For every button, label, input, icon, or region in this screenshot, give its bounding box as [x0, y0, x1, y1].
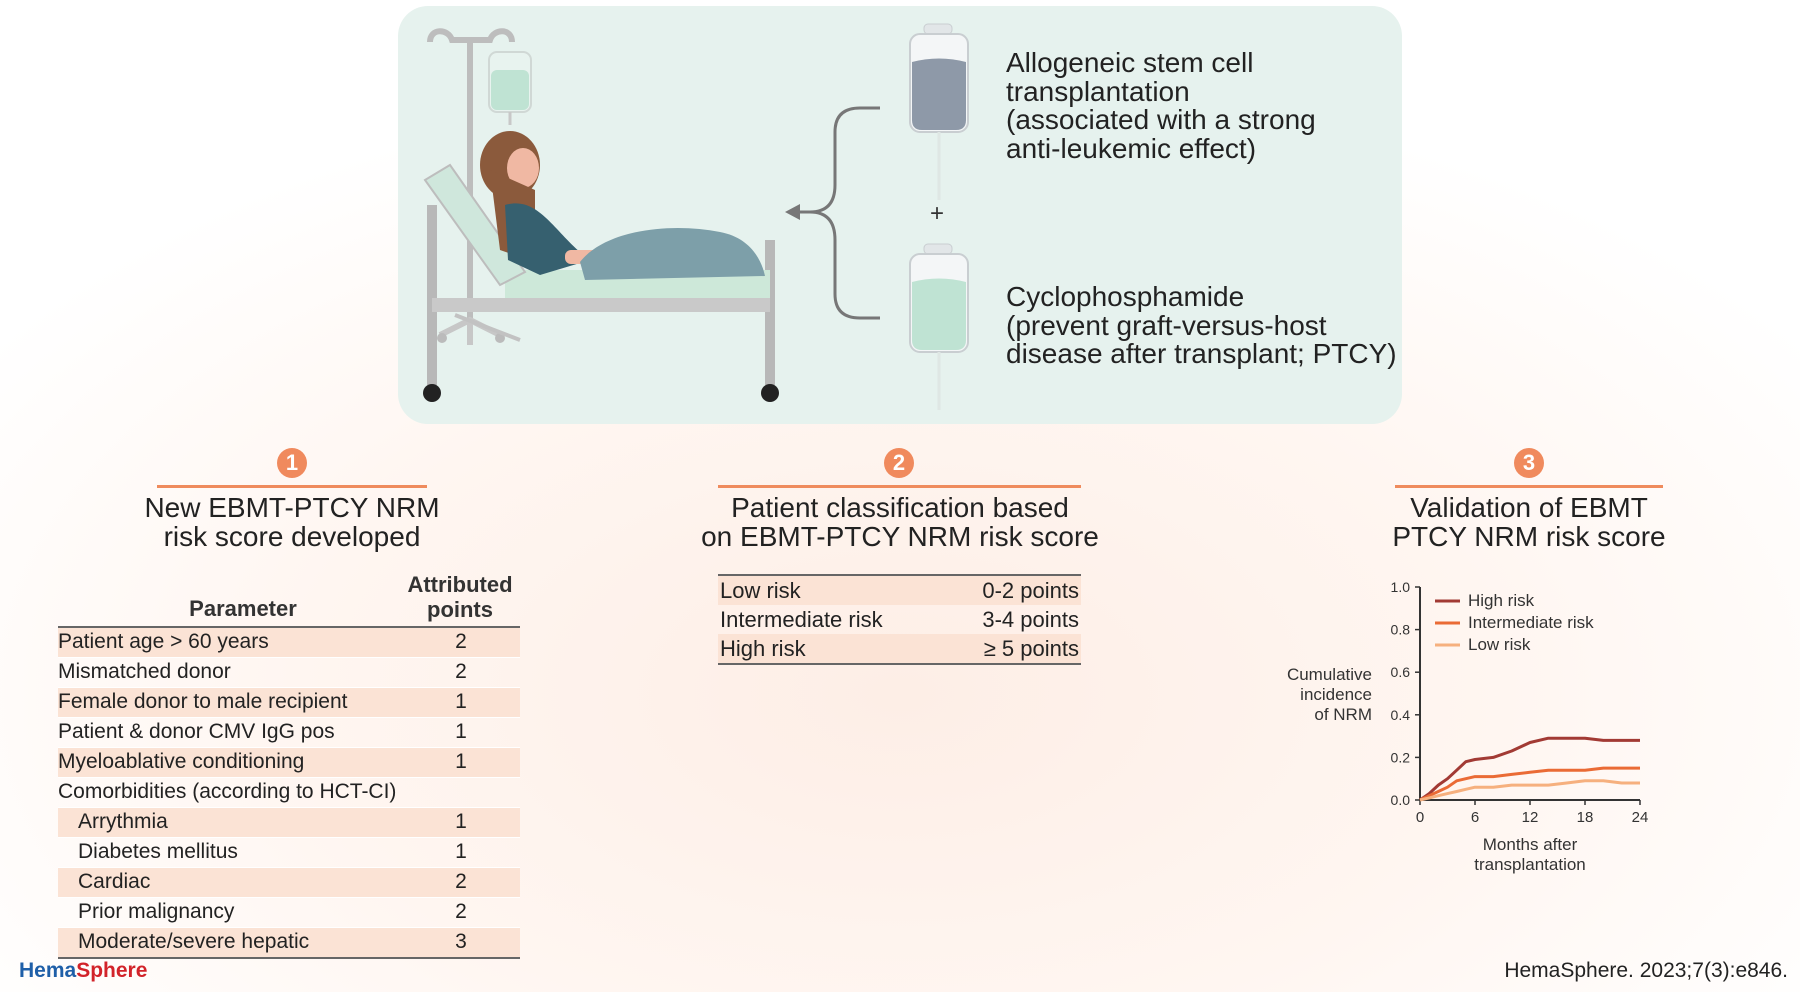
- brand-logo: HemaSphere: [19, 959, 147, 983]
- y-tick-label: 0.4: [1391, 707, 1411, 723]
- parameter-table: Parameter Attributed points Patient age …: [58, 572, 520, 959]
- row-points: 2: [455, 900, 467, 923]
- section-2-rule: [718, 485, 1081, 488]
- table-row: High risk ≥ 5 points: [718, 634, 1081, 663]
- risk-points: 3-4 points: [982, 607, 1079, 632]
- risk-points: ≥ 5 points: [983, 636, 1079, 661]
- row-label: Arrythmia: [78, 810, 168, 833]
- row-points: 3: [455, 930, 467, 953]
- stem-cell-bag-icon: [909, 23, 969, 200]
- table-row: Comorbidities (according to HCT-CI): [58, 778, 520, 808]
- row-points: 1: [455, 750, 467, 773]
- y-tick-label: 0.0: [1391, 792, 1411, 808]
- plus-sign: +: [930, 200, 945, 227]
- row-label: Myeloablative conditioning: [58, 750, 305, 773]
- x-axis-label: transplantation: [1474, 855, 1586, 874]
- table-row: Patient age > 60 years 2: [58, 628, 520, 658]
- x-tick-label: 0: [1416, 809, 1424, 826]
- series-line-2: [1419, 779, 1640, 802]
- y-tick-label: 1.0: [1391, 579, 1411, 595]
- legend-label-0: High risk: [1468, 591, 1535, 610]
- bracket-arrow: [785, 106, 880, 320]
- y-tick-label: 0.8: [1391, 622, 1411, 638]
- citation: HemaSphere. 2023;7(3):e846.: [1504, 959, 1788, 982]
- row-label: Cardiac: [78, 870, 151, 893]
- transplant-illustration: [423, 23, 969, 410]
- row-label: Diabetes mellitus: [78, 840, 238, 863]
- table-row: Arrythmia 1: [58, 808, 520, 838]
- table-row: Patient & donor CMV IgG pos 1: [58, 718, 520, 748]
- table-row: Low risk 0-2 points: [718, 576, 1081, 605]
- row-label: Moderate/severe hepatic: [78, 930, 310, 953]
- table-row: Cardiac 2: [58, 868, 520, 898]
- top-panel: [398, 6, 1402, 424]
- x-tick-label: 12: [1522, 809, 1539, 826]
- row-label: Patient age > 60 years: [58, 630, 269, 653]
- row-points: 1: [455, 810, 467, 833]
- classification-table: Low risk 0-2 points Intermediate risk 3-4 …: [718, 574, 1081, 665]
- section-1-number: 1: [277, 448, 307, 478]
- nrm-chart: 0 6 12 18 24 0.0 0.2 0.4 0.6 0.8 1.0Cumulativeinci…: [1287, 579, 1649, 874]
- brand-part-1: Hema: [19, 959, 77, 982]
- y-tick-label: 0.6: [1391, 664, 1411, 680]
- section-1-rule: [157, 485, 427, 488]
- table-row: Prior malignancy 2: [58, 898, 520, 928]
- table-row: Myeloablative conditioning 1: [58, 748, 520, 778]
- section-1-title: New EBMT-PTCY NRM risk score developed: [144, 492, 440, 552]
- table-row: Diabetes mellitus 1: [58, 838, 520, 868]
- hospital-bed: [423, 163, 779, 402]
- section-2-number: 2: [884, 448, 914, 478]
- section-3-number: 3: [1514, 448, 1544, 478]
- cyclophosphamide-label: Cyclophosphamide (prevent graft-versus-h…: [1006, 281, 1397, 369]
- parameter-header: Parameter: [189, 596, 297, 621]
- points-header: Attributed points: [407, 572, 513, 622]
- brand-part-2: Sphere: [76, 959, 148, 982]
- x-tick-label: 18: [1577, 809, 1594, 826]
- patient-figure: [480, 131, 765, 280]
- row-points: 2: [455, 870, 467, 893]
- row-label: Mismatched donor: [58, 660, 231, 683]
- table-row: Moderate/severe hepatic 3: [58, 928, 520, 959]
- y-tick-label: 0.2: [1391, 749, 1411, 765]
- x-axis-label: Months after: [1483, 835, 1578, 854]
- iv-bag-small: [488, 51, 532, 125]
- parameter-table-header: Parameter Attributed points: [58, 572, 520, 628]
- risk-label: Intermediate risk: [720, 607, 883, 632]
- table-row: Intermediate risk 3-4 points: [718, 605, 1081, 634]
- row-points: 1: [455, 840, 467, 863]
- row-points: 1: [455, 690, 467, 713]
- row-label: Patient & donor CMV IgG pos: [58, 720, 335, 743]
- table-row: Mismatched donor 2: [58, 658, 520, 688]
- row-label: Comorbidities (according to HCT-CI): [58, 780, 397, 803]
- x-tick-label: 6: [1471, 809, 1479, 826]
- section-2-title: Patient classification based on EBMT-PTC…: [701, 492, 1099, 552]
- row-points: 1: [455, 720, 467, 743]
- cyclophosphamide-bag-icon: [909, 243, 969, 410]
- row-label: Prior malignancy: [78, 900, 235, 923]
- row-label: Female donor to male recipient: [58, 690, 348, 713]
- series-line-1: [1419, 766, 1640, 802]
- legend-label-1: Intermediate risk: [1468, 613, 1594, 632]
- legend-label-2: Low risk: [1468, 635, 1531, 654]
- series-line-0: [1419, 736, 1640, 802]
- table-row: Female donor to male recipient 1: [58, 688, 520, 718]
- risk-label: High risk: [720, 636, 806, 661]
- stem-cell-label: Allogeneic stem cell transplantation (as…: [1006, 47, 1316, 164]
- risk-label: Low risk: [720, 578, 801, 603]
- row-points: 2: [455, 630, 467, 653]
- section-3-title: Validation of EBMT PTCY NRM risk score: [1392, 492, 1666, 552]
- y-axis-label: incidence: [1300, 685, 1372, 704]
- y-axis-label: of NRM: [1314, 705, 1372, 724]
- x-tick-label: 24: [1632, 809, 1649, 826]
- section-3-rule: [1395, 485, 1663, 488]
- risk-points: 0-2 points: [982, 578, 1079, 603]
- row-points: 2: [455, 660, 467, 683]
- y-axis-label: Cumulative: [1287, 665, 1372, 684]
